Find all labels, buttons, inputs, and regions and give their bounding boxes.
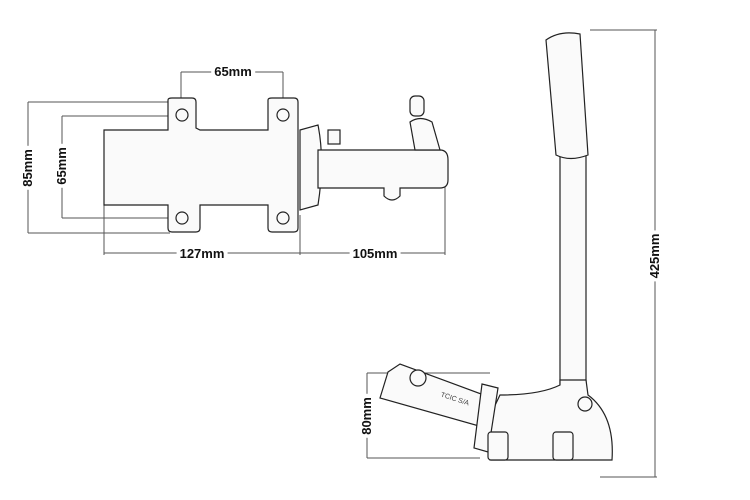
dim-label-body-length: 127mm bbox=[176, 247, 228, 261]
mount-hole bbox=[276, 211, 290, 225]
dim-label-lug-spacing: 65mm bbox=[211, 65, 255, 79]
handle-tube bbox=[559, 149, 587, 396]
dimension-lines bbox=[27, 29, 657, 478]
dim-label-handle-height: 425mm bbox=[647, 230, 662, 282]
pivot-bolt bbox=[577, 396, 593, 412]
mount-hole bbox=[175, 108, 189, 122]
dim-label-pushrod-length: 105mm bbox=[349, 247, 401, 261]
nut bbox=[327, 129, 341, 145]
reservoir-cap bbox=[409, 369, 427, 387]
slave-cylinder bbox=[103, 95, 449, 233]
mount-hole bbox=[175, 211, 189, 225]
dim-label-base-height: 80mm bbox=[359, 394, 374, 438]
dim-label-hole-spacing: 65mm bbox=[54, 144, 69, 188]
foot bbox=[487, 431, 509, 461]
mount-hole bbox=[276, 108, 290, 122]
handbrake bbox=[379, 32, 613, 461]
master-cylinder bbox=[379, 363, 493, 429]
bleed-nipple bbox=[409, 95, 425, 117]
pushrod-housing bbox=[317, 149, 449, 201]
dim-label-outer-height: 85mm bbox=[20, 146, 35, 190]
foot bbox=[552, 431, 574, 461]
cylinder-body bbox=[103, 97, 299, 233]
banjo-fitting bbox=[409, 117, 441, 151]
handle-grip bbox=[545, 32, 589, 160]
